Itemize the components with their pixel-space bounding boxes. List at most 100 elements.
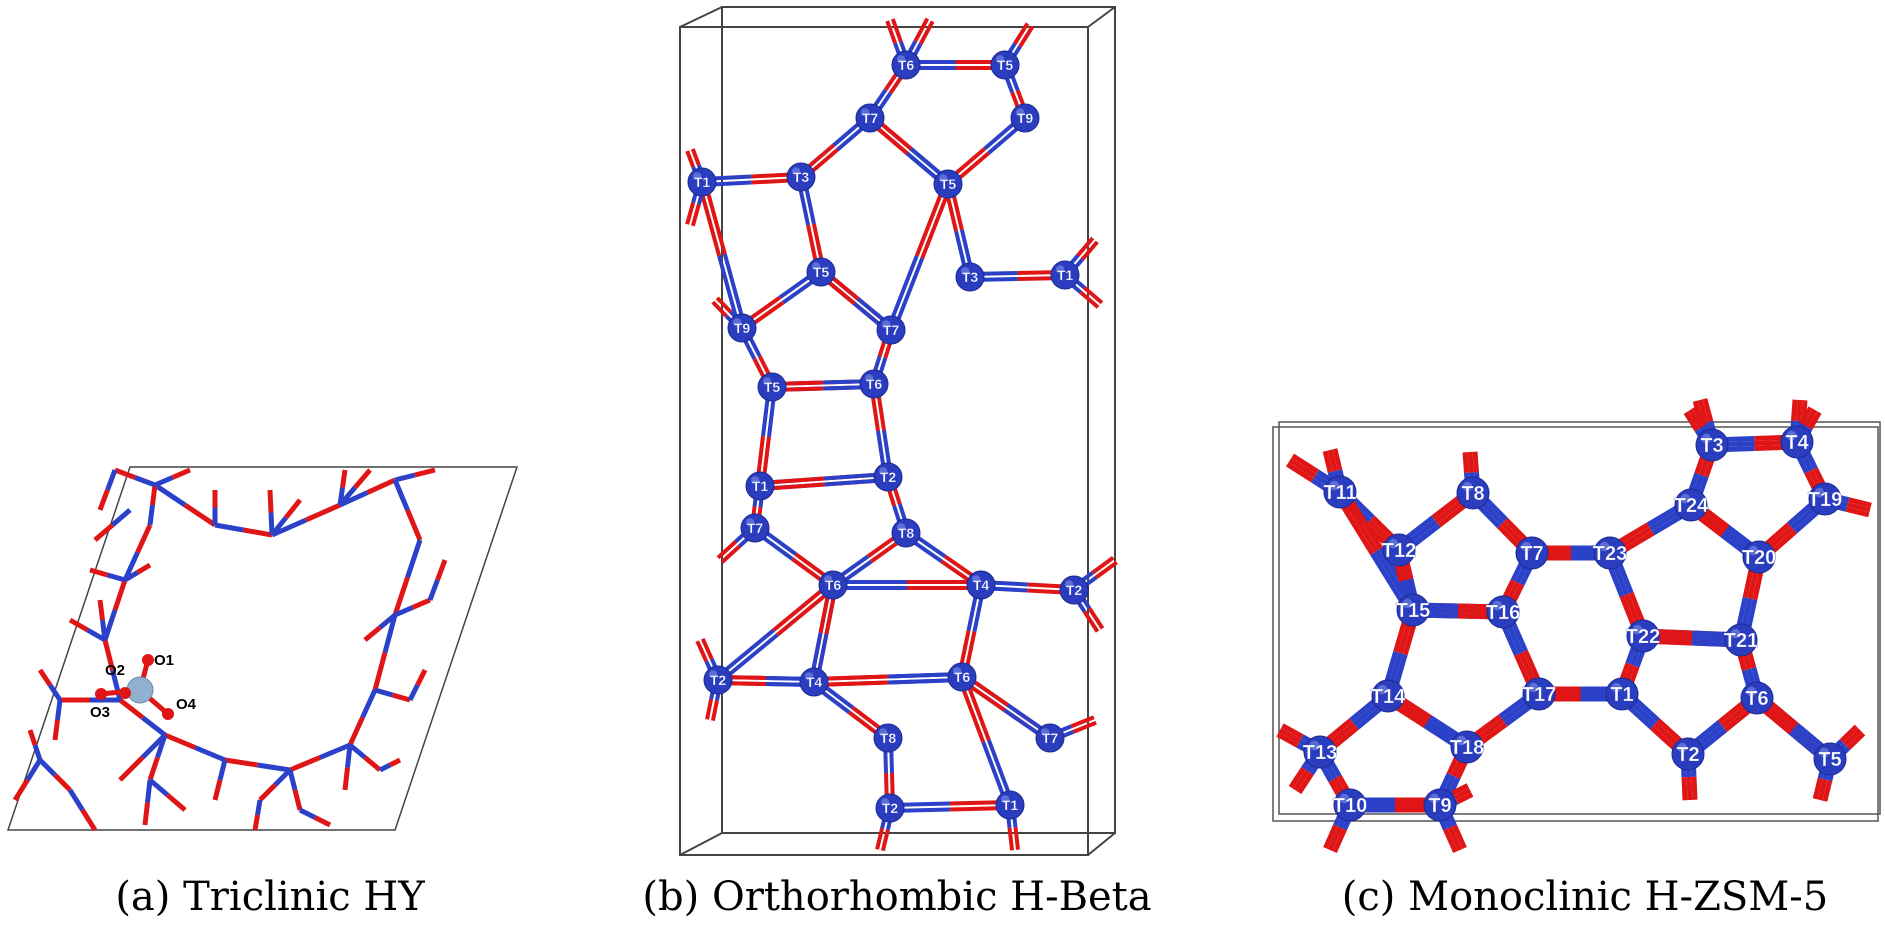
framework-bond [1791,399,1798,421]
framework-bond [705,699,714,720]
framework-bond [214,522,244,533]
framework-bond [374,687,394,698]
framework-bond [154,475,174,488]
t-site-highlight [708,670,718,679]
framework-bond [685,150,696,168]
framework-bond [700,637,714,660]
framework-bond [1070,715,1095,729]
framework-bond [100,619,108,641]
t-site-highlight [1701,433,1712,444]
t-site-label: T4 [806,674,823,690]
t-site-highlight [1677,742,1688,753]
t-site-highlight [750,476,760,485]
framework-bond [142,802,150,826]
t-site: T22 [1626,619,1660,653]
framework-bond [80,808,98,832]
t-site: T17 [1522,677,1556,711]
framework-bond [1702,398,1714,422]
t-site-label: T6 [1745,688,1768,710]
framework-bond [1683,411,1699,432]
t-site-highlight [1730,628,1741,639]
t-site: T10 [1333,788,1367,822]
framework-bond [347,716,365,747]
t-site: T5 [933,169,963,199]
t-site: T6 [947,662,977,692]
framework-bond [135,523,153,554]
panel-a-framework [12,467,448,832]
framework-bond [145,779,153,803]
framework-bond [25,758,43,782]
framework-bond [392,576,410,616]
t-site-label: T2 [1066,582,1083,598]
t-site-label: T8 [1461,483,1484,505]
t-site-highlight [1632,624,1643,635]
t-site: T19 [1808,482,1842,516]
t-site: T23 [1593,536,1627,570]
t-site-label: T2 [882,800,899,816]
framework-bond [345,744,353,768]
t-site-highlight [1492,600,1503,611]
t-site-highlight [1680,493,1691,504]
framework-bond [394,605,414,618]
t-site-highlight [1599,541,1610,552]
framework-bond [1839,724,1859,743]
framework-bond [716,540,737,560]
framework-bond [37,668,53,687]
framework-bond [1013,22,1030,45]
t-site-label: T9 [1428,795,1451,817]
framework-bond [257,762,291,773]
t-site: T3 [955,262,985,292]
t-site-highlight [791,167,801,176]
framework-bond [407,683,420,702]
t-site-label: T2 [1676,744,1699,766]
t-site-label: T9 [1017,110,1034,126]
framework-bond [224,757,258,768]
framework-bond [1087,607,1105,630]
framework-bond [1297,772,1314,795]
framework-bond [86,627,107,643]
t-site-highlight [1814,487,1825,498]
framework-bond [363,755,382,772]
framework-bond [217,759,228,781]
framework-bond [1276,732,1299,748]
framework-bond [140,715,167,737]
t-site-label: T1 [1610,684,1633,706]
t-site: T5 [1813,742,1847,776]
framework-bond [1812,777,1823,800]
panel-a-acid-site: O1 O2 O3 O4 [90,652,197,721]
t-site: T4 [799,667,829,697]
framework-bond [243,527,273,538]
framework-bond [1443,828,1458,854]
t-site-label: T2 [880,469,897,485]
framework-bond [394,472,416,483]
t-site-highlight [896,55,906,64]
t-site-label: T11 [1323,482,1356,504]
t-site-highlight [692,172,702,181]
t-site-highlight [732,318,742,327]
framework-bond [194,745,226,763]
framework-bond [1697,399,1709,424]
framework-bond [1817,778,1828,801]
t-site-label: T12 [1382,540,1416,562]
t-site: T5 [990,50,1020,80]
t-site: T14 [1371,679,1406,713]
framework-bond [1278,727,1302,744]
framework-bond [1681,777,1688,801]
framework-bond [1332,828,1347,854]
t-site: T9 [1010,103,1040,133]
t-site-label: T3 [793,169,810,185]
t-site-highlight [1000,795,1010,804]
framework-bond [1076,236,1095,257]
framework-bond [1327,449,1338,472]
framework-bond [292,789,303,811]
framework-bond [118,755,145,782]
t-site-label: T6 [954,669,971,685]
framework-bond [212,779,223,801]
t-site-highlight [1402,598,1413,609]
t-site-highlight [1329,480,1340,491]
framework-bond [720,544,741,564]
t-site-highlight [811,262,821,271]
framework-bond [273,768,292,787]
